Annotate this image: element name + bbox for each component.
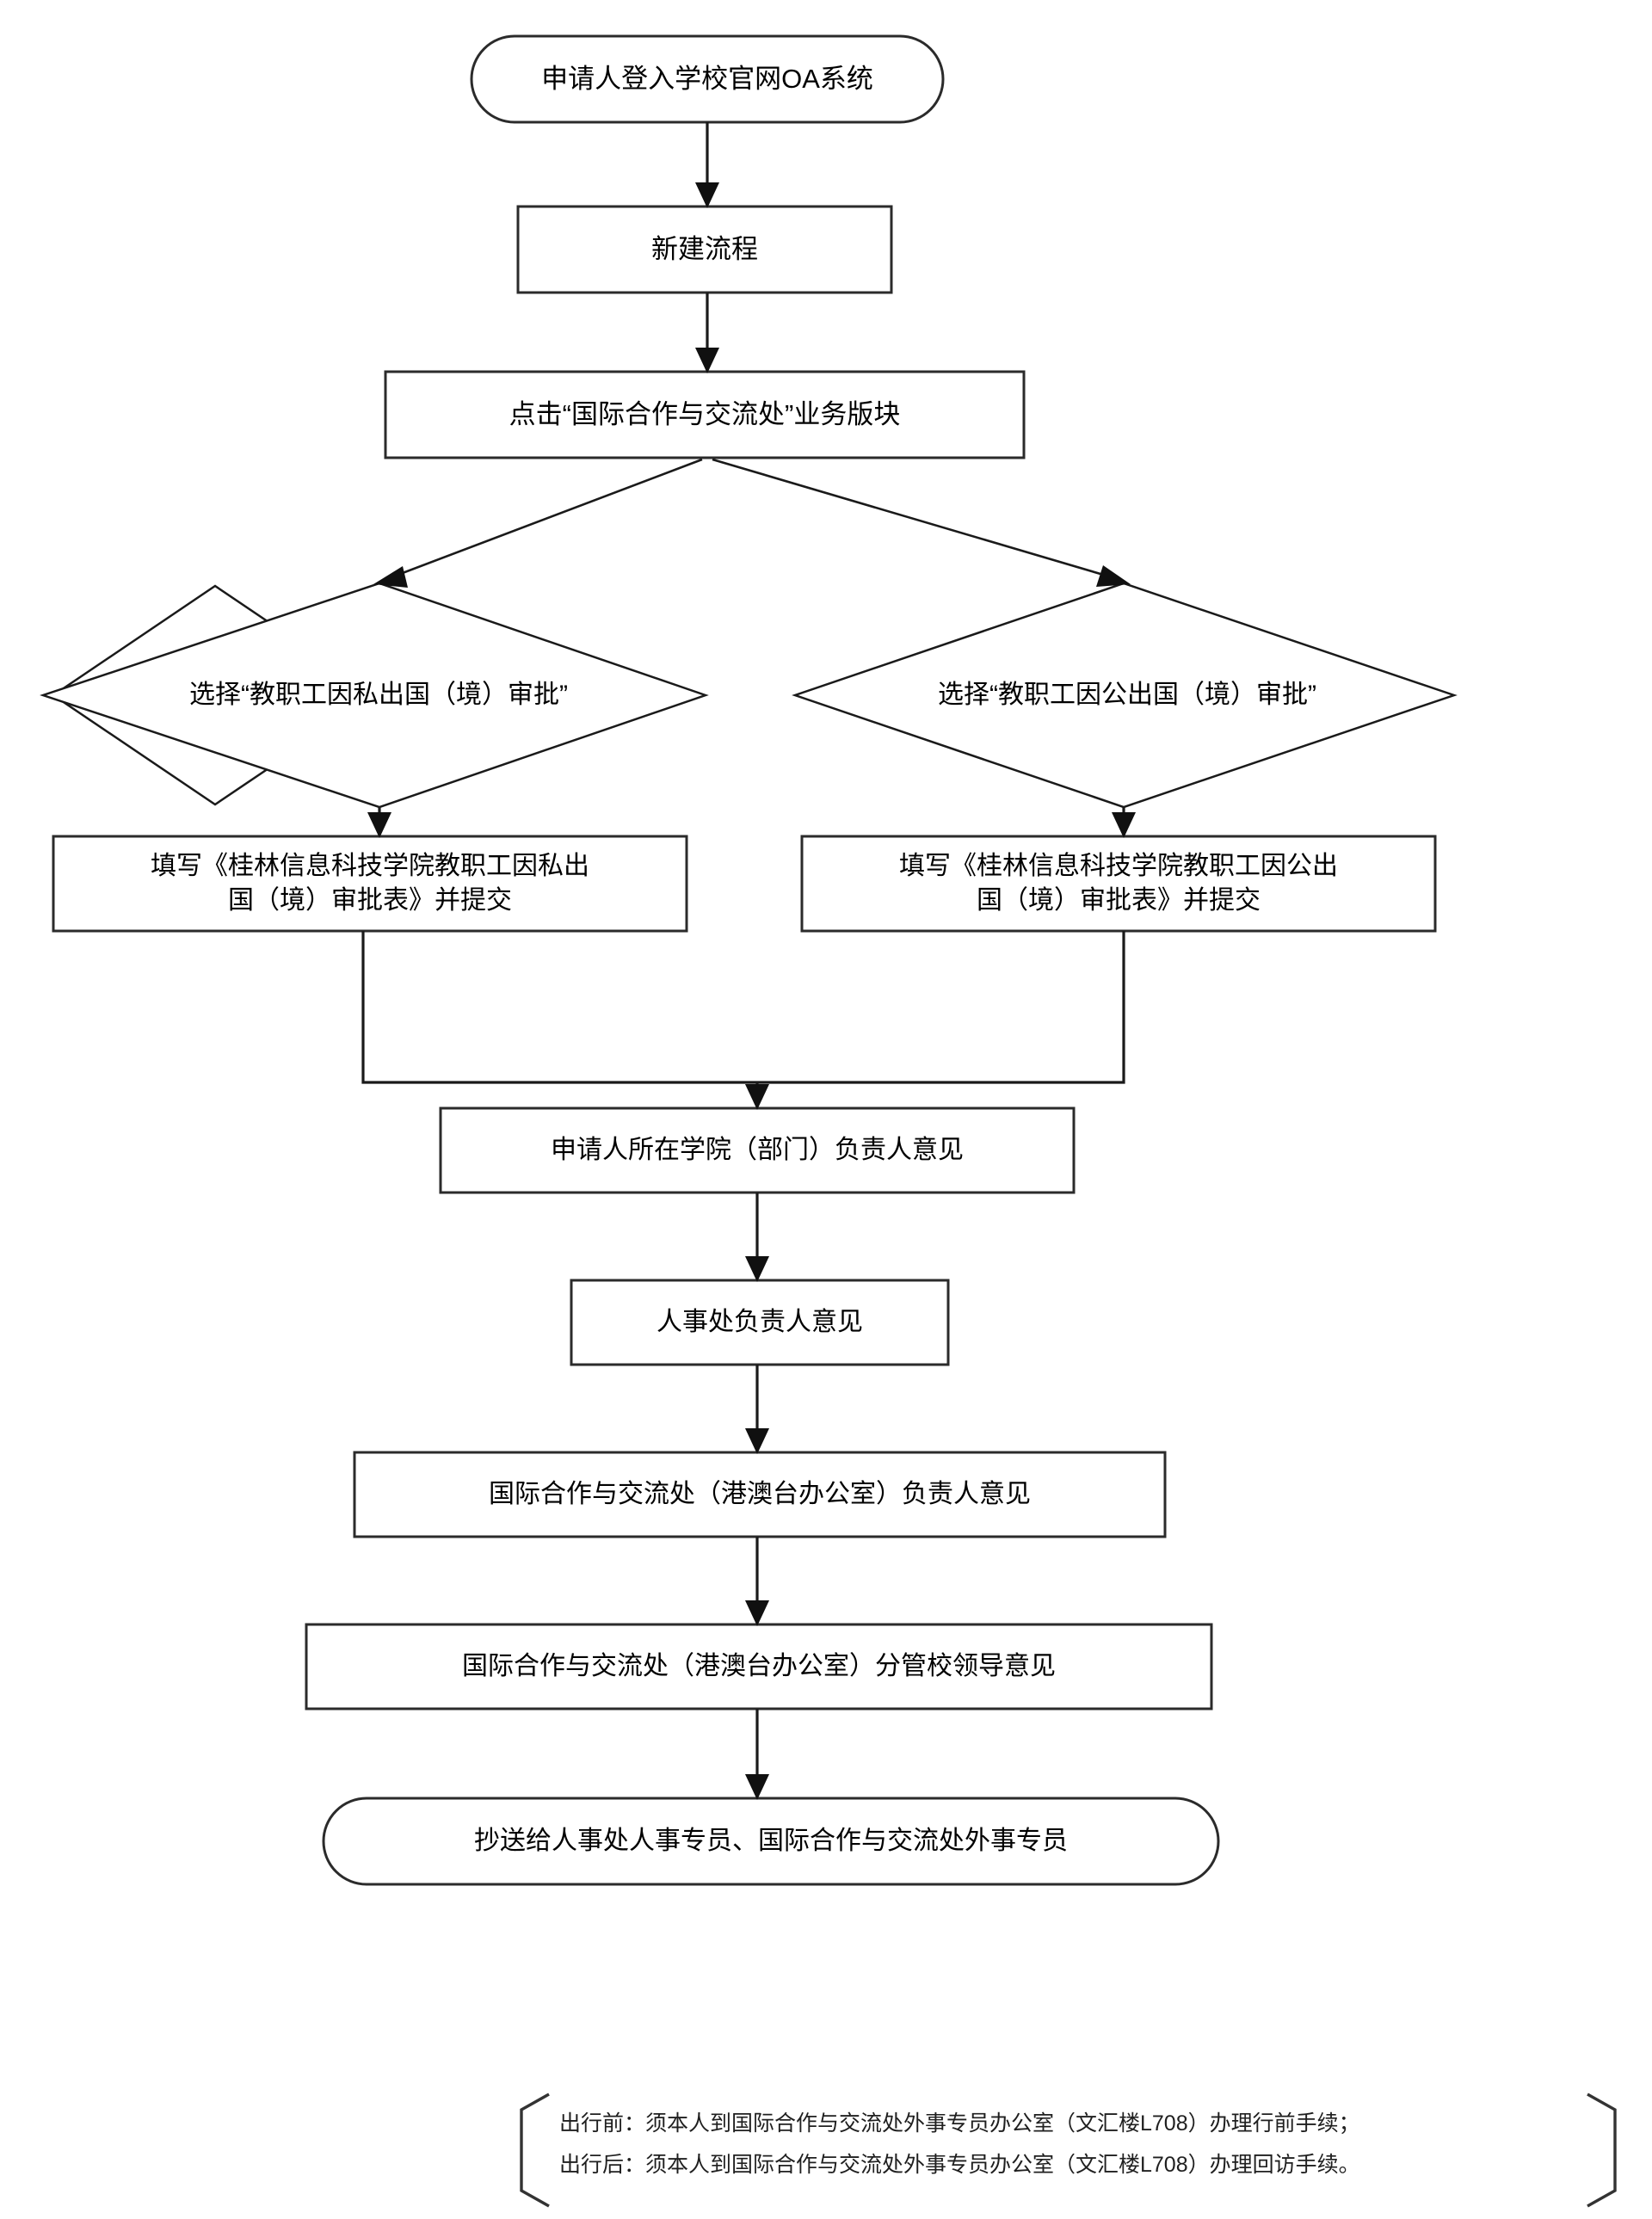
arrowhead-start-to-new-process bbox=[695, 182, 719, 208]
node-intl-office-opinion-shape[interactable] bbox=[353, 1451, 1167, 1538]
node-click-module-shape[interactable] bbox=[384, 370, 1026, 459]
arrowhead-hr-to-intl-office bbox=[745, 1428, 769, 1454]
note-line-1: 出行前：须本人到国际合作与交流处外事专员办公室（文汇楼L708）办理行前手续； bbox=[559, 2111, 1360, 2136]
arrowhead-new-process-to-click-module bbox=[695, 348, 719, 373]
node-hr-opinion-shape[interactable] bbox=[570, 1279, 950, 1366]
node-cc-end-shape[interactable] bbox=[322, 1797, 1220, 1886]
note-line-2: 出行后：须本人到国际合作与交流处外事专员办公室（文汇楼L708）办理回访手续。 bbox=[559, 2153, 1360, 2177]
node-form-official-shape[interactable] bbox=[800, 835, 1437, 933]
edge-click-module-to-choice-official bbox=[712, 458, 1116, 580]
arrowhead-merge-to-college-opinion bbox=[745, 1084, 769, 1110]
node-college-opinion-shape[interactable] bbox=[439, 1106, 1076, 1194]
note-bracket-left bbox=[520, 2093, 550, 2208]
node-form-private-shape[interactable] bbox=[52, 835, 688, 933]
arrowhead-college-to-hr bbox=[745, 1256, 769, 1282]
arrowhead-intl-office-to-leader bbox=[745, 1600, 769, 1626]
arrowhead-click-module-to-choice-official bbox=[1096, 565, 1131, 587]
note-bracket-right bbox=[1587, 2093, 1617, 2208]
edge-form-official-merge bbox=[757, 931, 1125, 1084]
node-start-shape[interactable] bbox=[470, 34, 945, 124]
node-new-process-shape[interactable] bbox=[516, 205, 893, 294]
node-leader-opinion-shape[interactable] bbox=[305, 1623, 1213, 1710]
arrowhead-choice-official-to-form-official bbox=[1112, 812, 1136, 838]
node-choice-official-shape[interactable] bbox=[792, 582, 1458, 809]
arrowhead-click-module-to-choice-private bbox=[373, 566, 408, 588]
node-choice-private-outline[interactable] bbox=[40, 582, 709, 809]
arrowhead-choice-private-to-form-private bbox=[367, 812, 391, 838]
edge-form-private-merge bbox=[361, 931, 757, 1084]
arrowhead-leader-to-cc-end bbox=[745, 1774, 769, 1800]
edge-click-module-to-choice-private bbox=[388, 458, 703, 580]
